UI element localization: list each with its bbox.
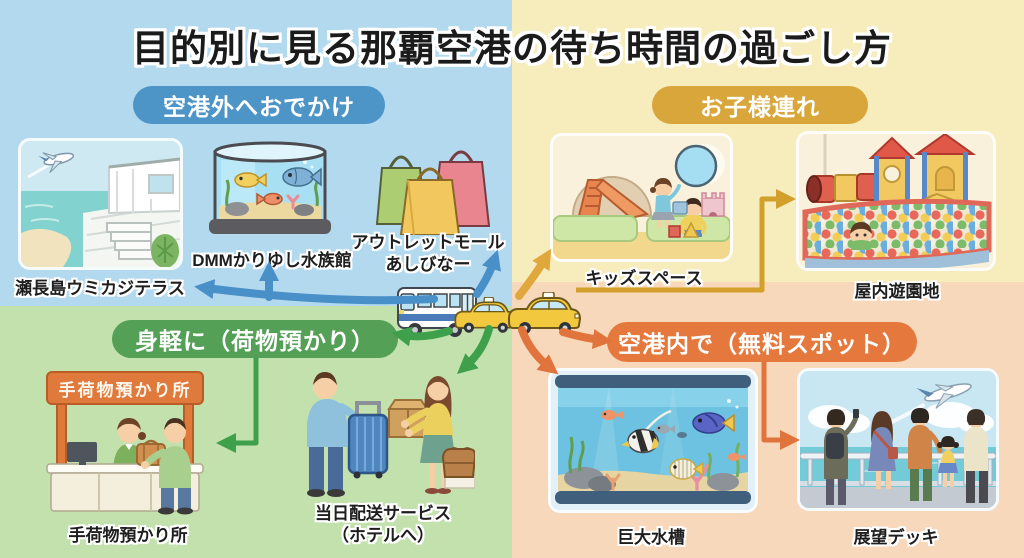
bag-icon	[441, 447, 477, 489]
airplane-icon	[27, 152, 75, 179]
dmm-aquarium-label: DMMかりゆし水族館	[192, 251, 352, 270]
shopping-bags-icon	[368, 140, 498, 240]
giant-tank-label: 巨大水槽	[617, 528, 685, 547]
kids-space-label: キッズスペース	[585, 269, 703, 288]
outlet-mall-label-line1: アウトレットモール	[351, 233, 505, 252]
small-fish-icon	[601, 410, 623, 420]
badge-outside-airport: 空港外へおでかけ	[133, 86, 385, 124]
child-in-ballpit-icon	[850, 222, 872, 250]
badge-inside-airport: 空港内で（無料スポット）	[607, 322, 917, 362]
observation-deck-image	[797, 368, 999, 511]
indoor-playground-label: 屋内遊園地	[854, 282, 940, 301]
indoor-playground-image	[796, 131, 996, 271]
blue-fish-icon	[282, 167, 322, 187]
delivery-service-image	[295, 365, 477, 505]
suitcase-icon	[347, 401, 389, 479]
observation-deck-label: 展望デッキ	[853, 528, 939, 547]
customer-icon	[141, 418, 193, 515]
taxi-icon	[505, 291, 583, 339]
delivery-label-line2: （ホテルへ）	[332, 526, 434, 545]
terrace-image	[18, 138, 183, 270]
delivery-label-line1: 当日配送サービス	[315, 504, 451, 523]
orange-fish-icon	[256, 192, 283, 206]
baggage-counter-label: 手荷物預かり所	[68, 526, 188, 545]
yellow-fish-icon	[234, 172, 267, 188]
giant-tank-image	[548, 368, 758, 513]
butterflyfish-icon	[669, 458, 704, 480]
dmm-aquarium-image	[205, 136, 335, 246]
blue-tang-icon	[692, 412, 735, 434]
terrace-label: 瀬長島ウミカジテラス	[15, 279, 185, 298]
moorish-idol-icon	[621, 409, 672, 454]
outlet-mall-label-line2: あしびなー	[385, 255, 471, 274]
badge-travel-light: 身軽に（荷物預かり）	[112, 320, 398, 358]
badge-with-children: お子様連れ	[652, 86, 868, 124]
baggage-counter-image	[45, 370, 205, 520]
taxi-icon	[452, 296, 518, 338]
toy-castle-icon	[701, 192, 725, 217]
people-icons	[824, 408, 988, 505]
play-tube-icon	[806, 173, 880, 203]
baggage-counter-sign: 手荷物預かり所	[58, 380, 192, 400]
kids-space-image	[550, 133, 733, 262]
page-title: 目的別に見る那覇空港の待ち時間の過ごし方	[132, 28, 892, 69]
